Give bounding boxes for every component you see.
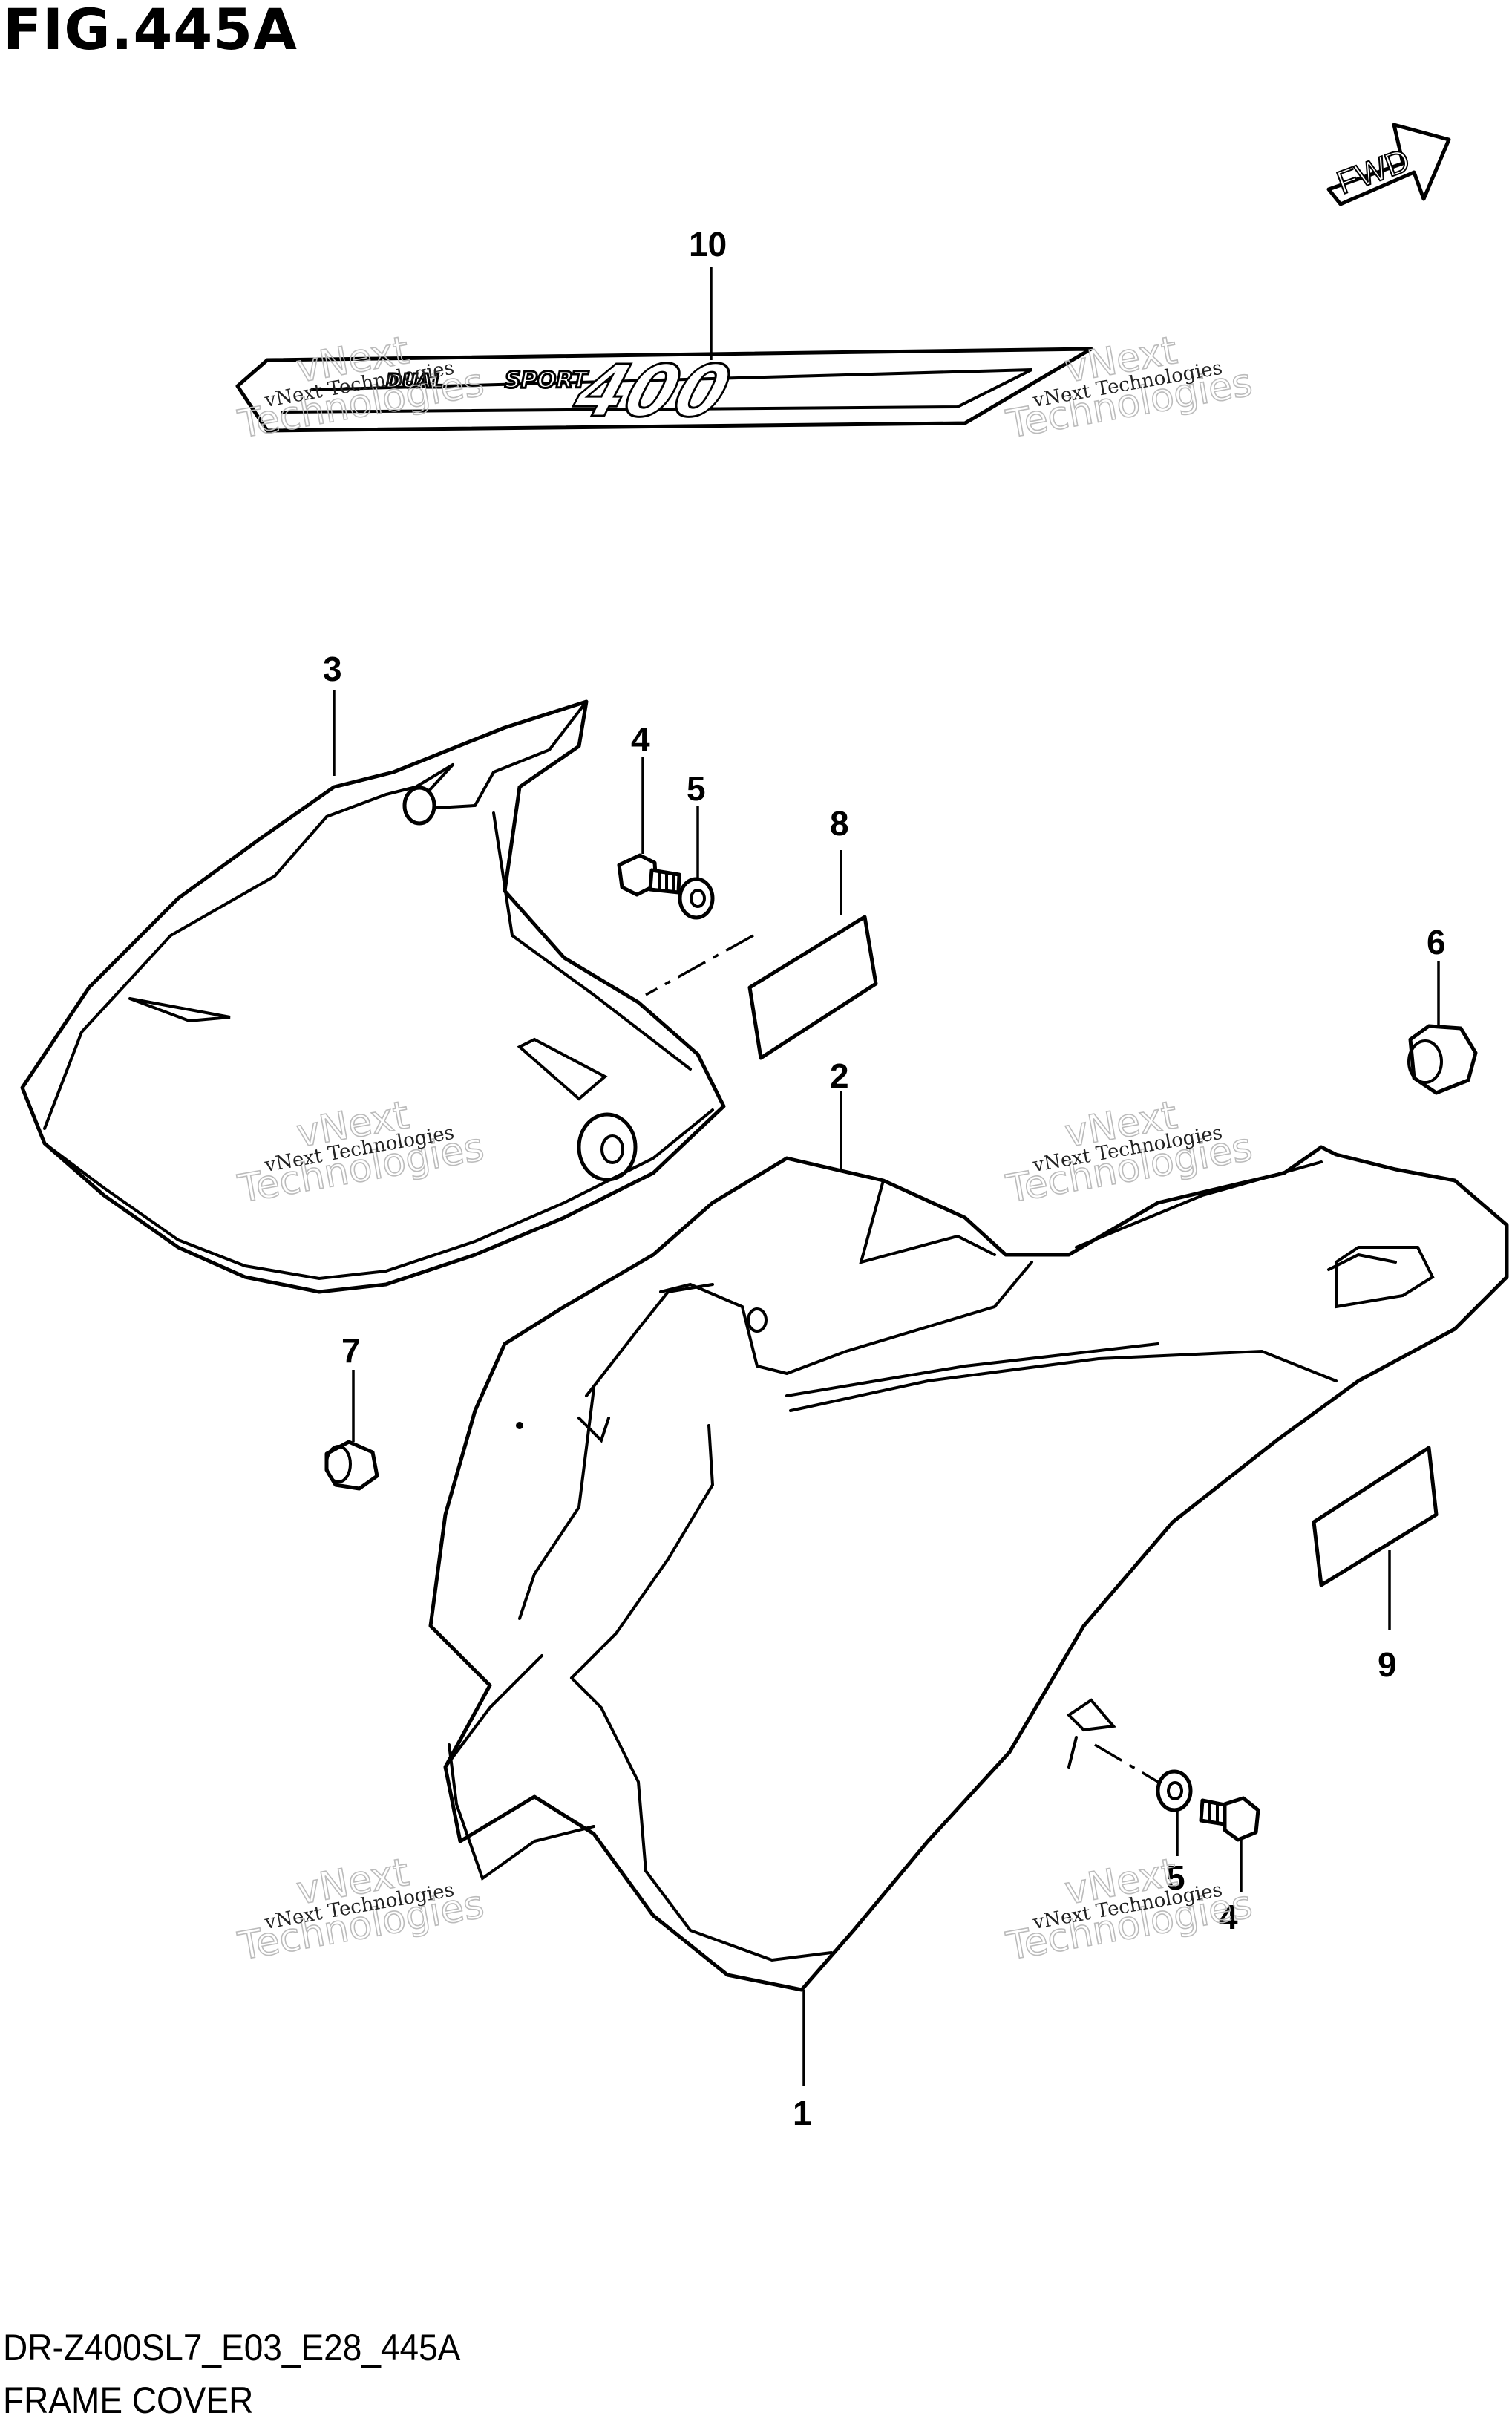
part-7-grommet	[324, 1440, 379, 1491]
callout-1: 1	[793, 2094, 812, 2132]
callout-8: 8	[830, 804, 849, 843]
figure-name: FRAME COVER	[3, 2380, 254, 2421]
figure-model-code: DR-Z400SL7_E03_E28_445A	[3, 2327, 461, 2368]
part-4-bolt-lower	[1199, 1796, 1260, 1842]
callout-2: 2	[830, 1057, 849, 1095]
leader-lines	[333, 267, 1440, 2086]
callout-4-lower: 4	[1219, 1898, 1238, 1936]
callout-5-lower: 5	[1166, 1858, 1185, 1897]
callout-10: 10	[689, 225, 727, 264]
callout-9: 9	[1378, 1645, 1397, 1684]
upper-fastener-centerline	[645, 934, 754, 996]
part-5-washer-upper	[678, 877, 715, 920]
callout-6: 6	[1427, 923, 1446, 961]
part-1-frame-cover	[428, 1145, 1509, 1992]
part-3-side-cover	[20, 699, 726, 1294]
fwd-arrow-badge: FWD	[1326, 123, 1451, 206]
watermark-bottom-left: vNext Technologies vNext Technologies	[234, 1849, 488, 1970]
lower-fastener-centerline	[1094, 1743, 1159, 1783]
part-4-bolt-upper	[617, 853, 681, 897]
callout-5-upper: 5	[687, 769, 706, 808]
decal-big-text: 400	[563, 350, 739, 433]
callout-4-upper: 4	[631, 720, 650, 759]
part-9-pad	[1312, 1446, 1439, 1587]
part-6-grommet	[1407, 1024, 1478, 1095]
part-8-pad	[747, 915, 878, 1060]
callout-numbers: 10 3 4 5 8 6 2 7 9 5 4 1	[323, 225, 1446, 2132]
decal-prefix-text: DUAL	[386, 370, 444, 393]
part-3-mount-hole	[402, 786, 436, 826]
callout-3: 3	[323, 650, 342, 688]
figure-title: FIG.445A	[3, 0, 298, 62]
part-10-decal: DUAL SPORT 400	[235, 347, 1093, 434]
part-5-washer-lower	[1156, 1769, 1193, 1812]
watermark-bottom-right: vNext Technologies vNext Technologies	[1002, 1849, 1256, 1970]
decal-small-text: SPORT	[505, 368, 589, 393]
callout-7: 7	[341, 1331, 361, 1370]
fwd-label: FWD	[1332, 142, 1415, 201]
part-2-mount-hole	[747, 1307, 768, 1333]
